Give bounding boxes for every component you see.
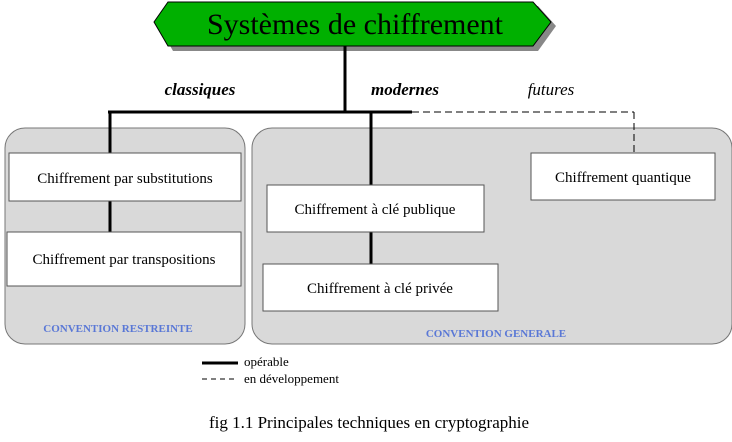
branch-label-modernes: modernes (371, 80, 439, 99)
node-box-substitution (8, 152, 242, 202)
node-box-transposition (6, 231, 242, 287)
group-label-generale: CONVENTION GENERALE (426, 328, 566, 340)
node-label-public-key: Chiffrement à clé publique (295, 202, 456, 218)
node-box-private-key (262, 263, 499, 312)
node-label-substitution: Chiffrement par substitutions (37, 171, 213, 187)
node-label-quantum: Chiffrement quantique (555, 170, 691, 186)
tree-lines-solid (108, 46, 412, 264)
title-text: Systèmes de chiffrement (207, 8, 504, 41)
figure-caption: fig 1.1 Principales techniques en crypto… (209, 413, 529, 432)
title-shape (153, 1, 552, 47)
branch-label-futures: futures (528, 80, 575, 99)
branch-label-classiques: classiques (165, 80, 236, 99)
group-label-restreinte: CONVENTION RESTREINTE (43, 323, 192, 335)
legend-dashed-label: en développement (244, 371, 339, 386)
legend-solid-label: opérable (244, 354, 289, 369)
node-box-quantum (530, 152, 716, 201)
node-box-public-key (266, 184, 485, 233)
tree-lines-dashed (412, 111, 635, 153)
node-label-transposition: Chiffrement par transpositions (32, 252, 215, 268)
node-label-private-key: Chiffrement à clé privée (307, 281, 453, 297)
